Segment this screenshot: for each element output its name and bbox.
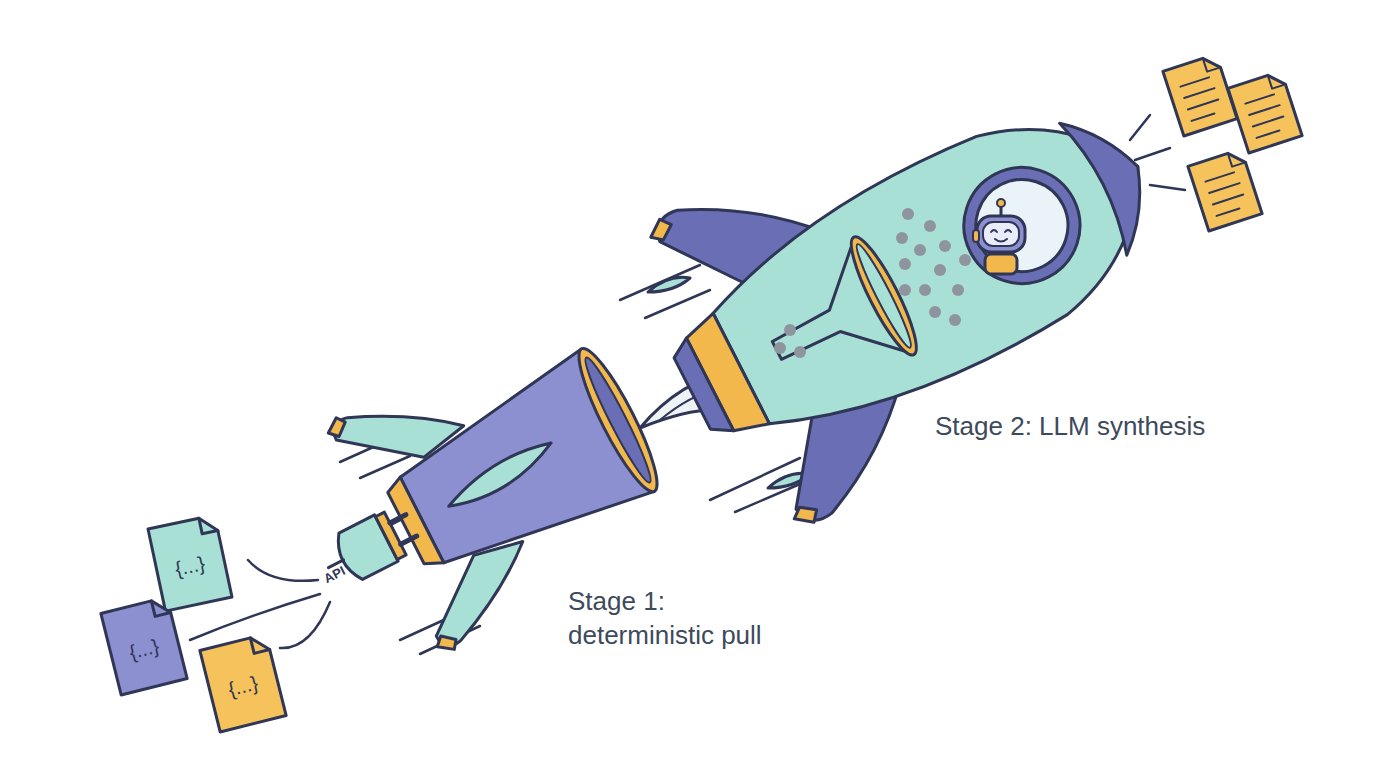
stage-label: Stage 1: deterministic pull [568, 585, 813, 653]
plug-label: API [322, 563, 349, 588]
stage-label: Stage 2: LLM synthesis [935, 410, 1205, 444]
